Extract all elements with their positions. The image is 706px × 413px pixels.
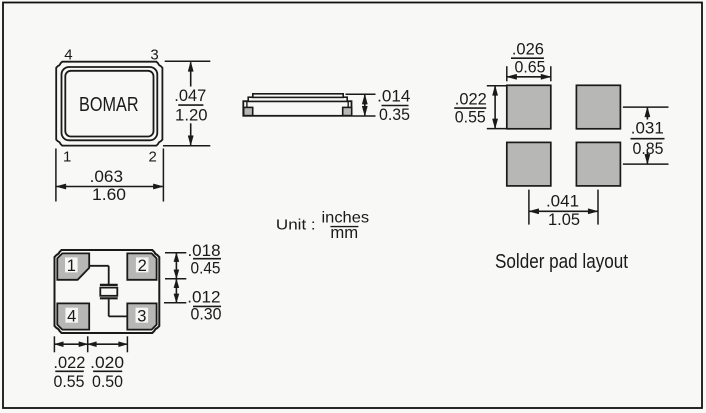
svg-text:0.55: 0.55 — [54, 372, 85, 391]
svg-text:1.20: 1.20 — [175, 106, 208, 125]
svg-text:3: 3 — [137, 307, 146, 325]
svg-text:.012: .012 — [187, 288, 220, 307]
svg-text:inches: inches — [322, 210, 370, 227]
svg-text:2: 2 — [138, 257, 147, 275]
svg-text:4: 4 — [64, 47, 72, 64]
svg-text:0.85: 0.85 — [633, 139, 664, 158]
svg-text:0.45: 0.45 — [191, 259, 221, 278]
svg-text:Solder pad layout: Solder pad layout — [495, 251, 628, 273]
svg-text:.022: .022 — [53, 353, 85, 372]
svg-text:.020: .020 — [90, 353, 124, 372]
svg-text:BOMAR: BOMAR — [79, 94, 139, 116]
svg-text:mm: mm — [330, 224, 358, 242]
svg-text:1.05: 1.05 — [548, 210, 580, 229]
svg-text:1.60: 1.60 — [92, 185, 126, 204]
svg-text:0.65: 0.65 — [515, 57, 546, 76]
svg-text:.041: .041 — [546, 191, 579, 210]
svg-text:2: 2 — [149, 149, 157, 166]
svg-text:.031: .031 — [631, 119, 664, 138]
svg-text:.018: .018 — [187, 241, 220, 260]
svg-text:1: 1 — [63, 149, 71, 166]
svg-text:0.30: 0.30 — [191, 304, 222, 323]
svg-text:0.35: 0.35 — [379, 105, 410, 124]
svg-text:4: 4 — [67, 307, 76, 325]
svg-text:1: 1 — [67, 257, 76, 275]
svg-text:Unit :: Unit : — [276, 217, 316, 234]
svg-text:.063: .063 — [90, 167, 123, 186]
svg-text:.014: .014 — [377, 87, 410, 106]
svg-text:0.50: 0.50 — [92, 372, 123, 391]
svg-text:3: 3 — [150, 47, 158, 64]
svg-text:.047: .047 — [174, 86, 206, 105]
svg-text:0.55: 0.55 — [455, 108, 486, 127]
svg-text:.022: .022 — [455, 89, 487, 108]
svg-text:.026: .026 — [512, 39, 544, 58]
